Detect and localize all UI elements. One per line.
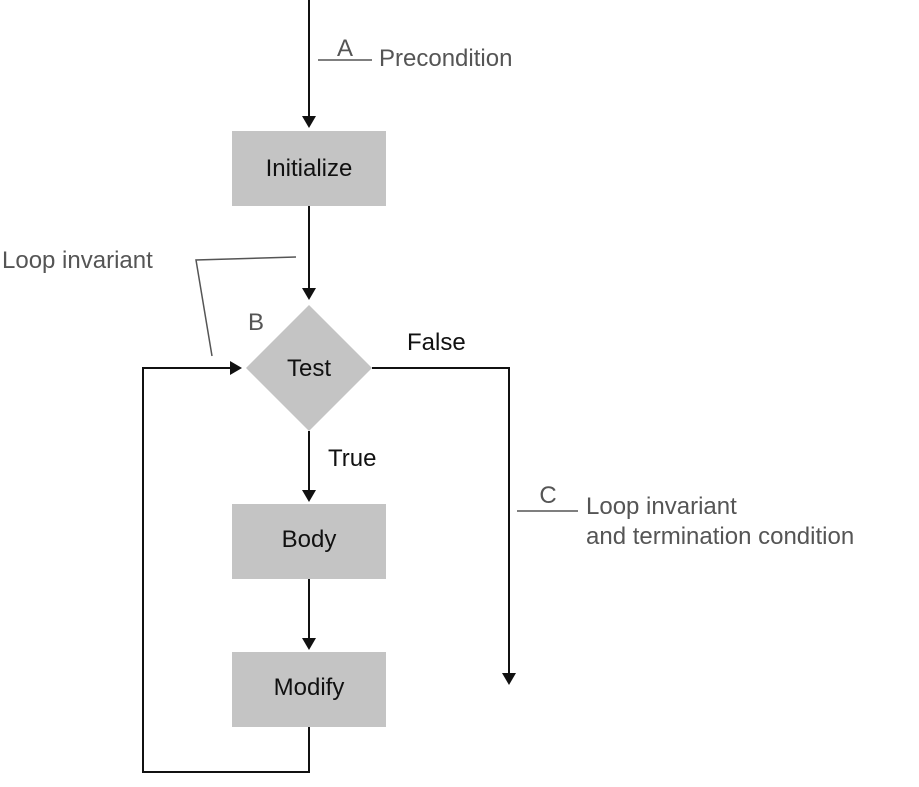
loop-invariant-label: Loop invariant xyxy=(2,247,153,274)
initialize-node: Initialize xyxy=(232,131,386,206)
assertion-c: C Loop invariant and termination conditi… xyxy=(517,482,854,550)
false-branch-arrow xyxy=(372,367,516,685)
test-node: Test xyxy=(246,305,372,431)
true-label: True xyxy=(328,445,376,472)
assertion-a: A Precondition xyxy=(318,35,512,72)
body-label: Body xyxy=(282,526,337,553)
assertion-a-letter: A xyxy=(337,35,353,62)
body-node: Body xyxy=(232,504,386,579)
precondition-label: Precondition xyxy=(379,45,512,72)
test-label: Test xyxy=(287,355,331,382)
termination-label-line1: Loop invariant xyxy=(586,493,737,520)
assertion-b: Loop invariant B xyxy=(2,247,297,357)
modify-label: Modify xyxy=(274,674,345,701)
assertion-c-letter: C xyxy=(539,482,556,509)
modify-node: Modify xyxy=(232,652,386,727)
false-label: False xyxy=(407,329,466,356)
assertion-b-letter: B xyxy=(248,309,264,336)
initialize-label: Initialize xyxy=(266,155,353,182)
termination-label-line2: and termination condition xyxy=(586,523,854,550)
loop-back-arrow xyxy=(142,361,310,773)
